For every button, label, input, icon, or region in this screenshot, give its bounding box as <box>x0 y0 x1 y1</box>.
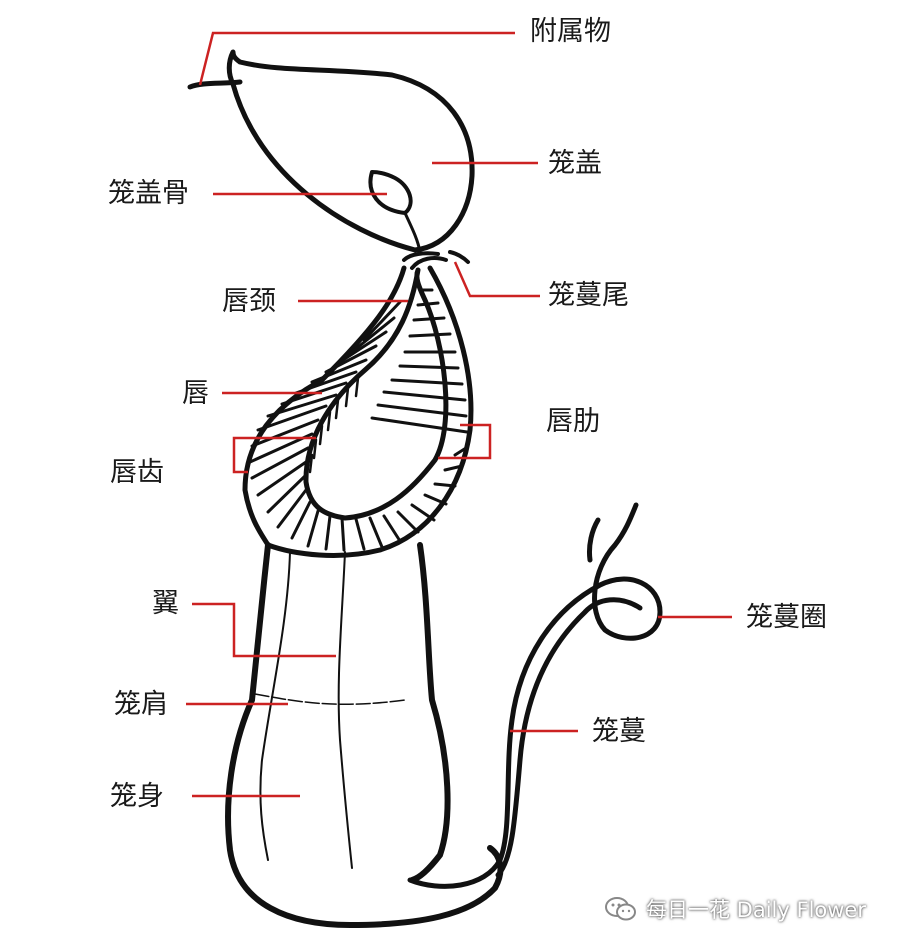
lid-shape <box>226 49 475 253</box>
leader-lip-ribs <box>438 423 492 460</box>
appendage-shape <box>187 79 243 90</box>
label-body: 笼身 <box>110 781 164 812</box>
label-lid-rib: 笼盖骨 <box>108 178 189 209</box>
peristome-ribs <box>248 288 469 552</box>
wechat-icon <box>605 897 636 921</box>
lid-rib-shape <box>368 170 413 215</box>
pitcher-body <box>225 542 504 928</box>
label-lip-teeth: 唇齿 <box>110 457 164 488</box>
peristome-right <box>265 265 474 558</box>
label-lip-ribs: 唇肋 <box>546 406 600 437</box>
label-wings: 翼 <box>152 588 179 619</box>
label-tendril-coil: 笼蔓圈 <box>746 602 827 633</box>
leader-lip-teeth <box>232 436 316 474</box>
label-appendage: 附属物 <box>530 16 611 47</box>
peristome-inner <box>303 267 449 521</box>
wing-line-left <box>259 551 291 861</box>
shoulder-line <box>254 693 406 705</box>
watermark-text: 每日一花 Daily Flower <box>646 898 866 922</box>
leader-lines <box>186 31 732 798</box>
pitcher-outline <box>187 49 663 928</box>
leader-appendage <box>198 31 515 86</box>
label-tendril: 笼蔓 <box>592 716 646 747</box>
label-lid: 笼盖 <box>548 148 602 179</box>
wing-line-right <box>337 551 353 869</box>
pitcher-body-right <box>409 542 451 883</box>
label-shoulder: 笼肩 <box>114 689 168 720</box>
label-lip-neck: 唇颈 <box>222 286 276 317</box>
tendril-shape-inner <box>495 517 643 878</box>
label-lip: 唇 <box>182 378 209 409</box>
label-spur: 笼蔓尾 <box>548 280 629 311</box>
lip-teeth <box>308 376 360 474</box>
spur-shape <box>402 250 470 270</box>
leader-wings <box>192 602 336 658</box>
tendril-shape <box>407 502 663 889</box>
leader-spur <box>453 261 540 298</box>
watermark: 每日一花 Daily Flower <box>604 893 866 925</box>
